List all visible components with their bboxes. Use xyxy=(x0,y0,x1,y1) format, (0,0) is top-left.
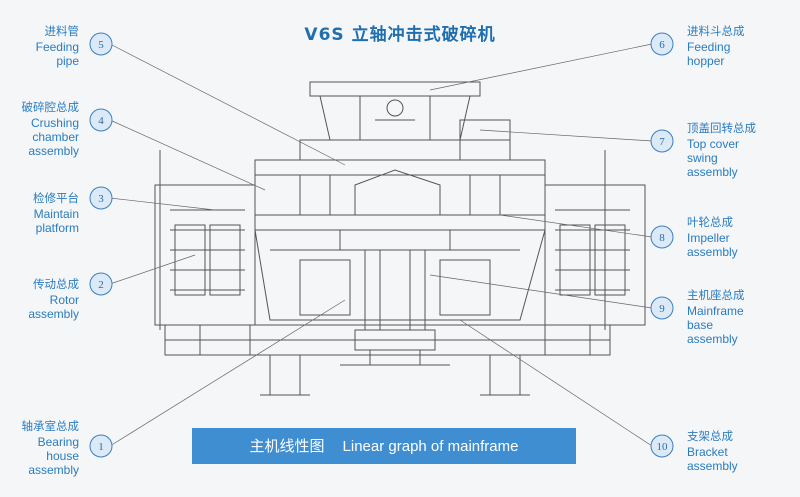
callout-circle-10 xyxy=(650,434,674,458)
label-feeding-hopper: 进料斗总成 Feeding hopper xyxy=(687,24,745,68)
callout-circle-6 xyxy=(650,32,674,56)
callout-circle-4 xyxy=(89,108,113,132)
impeller-shape xyxy=(339,229,451,251)
callout-number-8: 8 xyxy=(659,232,665,244)
leader-3 xyxy=(109,197,216,211)
label-bearing-house: 轴承室总成 Bearing house assembly xyxy=(21,419,80,477)
callout-circle-1 xyxy=(89,434,113,458)
label-feeding-pipe: 进料管 Feeding pipe xyxy=(35,24,79,68)
callout-circle-8 xyxy=(650,225,674,249)
mainframe-base-shape xyxy=(254,229,546,321)
leader-7 xyxy=(479,129,653,142)
callout-circle-5 xyxy=(89,32,113,56)
callout-number-5: 5 xyxy=(98,39,104,51)
callout-number-2: 2 xyxy=(98,279,104,291)
leader-5 xyxy=(109,43,346,166)
top-cover-shape xyxy=(299,139,511,161)
banner-zh: 主机线性图 xyxy=(249,437,325,455)
callout-circle-9 xyxy=(650,296,674,320)
shaft-shape xyxy=(364,249,426,331)
legs-shape xyxy=(269,355,521,395)
feed-hopper-shape xyxy=(309,81,481,97)
label-mainframe-base: 主机座总成 Mainframe base assembly xyxy=(687,288,745,346)
leader-1 xyxy=(109,299,346,447)
label-bracket: 支架总成 Bracket assembly xyxy=(687,429,738,473)
callout-circle-3 xyxy=(89,186,113,210)
label-maintain-platform: 检修平台 Maintain platform xyxy=(33,191,79,235)
callout-number-7: 7 xyxy=(659,136,665,148)
leader-4 xyxy=(109,119,266,191)
crushing-chamber-shape xyxy=(254,159,546,231)
label-top-cover: 顶盖回转总成 Top cover swing assembly xyxy=(687,121,756,179)
mainframe-banner: 主机线性图 Linear graph of mainframe xyxy=(192,428,576,464)
leader-6 xyxy=(429,43,653,91)
leader-9 xyxy=(429,274,653,309)
label-crushing-chamber: 破碎腔总成 Crushing chamber assembly xyxy=(21,100,80,158)
callout-circle-7 xyxy=(650,129,674,153)
label-impeller: 叶轮总成 Impeller assembly xyxy=(687,215,738,259)
leader-2 xyxy=(109,254,196,285)
page-title: V6S 立轴冲击式破碎机 xyxy=(304,25,496,45)
banner-en: Linear graph of mainframe xyxy=(342,438,519,455)
label-rotor-assembly: 传动总成 Rotor assembly xyxy=(28,277,79,321)
callout-number-4: 4 xyxy=(98,115,104,127)
callout-number-3: 3 xyxy=(98,193,104,205)
leader-10 xyxy=(459,319,653,447)
leader-8 xyxy=(499,214,653,238)
callout-number-10: 10 xyxy=(657,441,669,453)
callout-number-6: 6 xyxy=(659,39,665,51)
callout-circle-2 xyxy=(89,272,113,296)
callout-number-1: 1 xyxy=(98,441,104,453)
callout-number-9: 9 xyxy=(659,303,665,315)
